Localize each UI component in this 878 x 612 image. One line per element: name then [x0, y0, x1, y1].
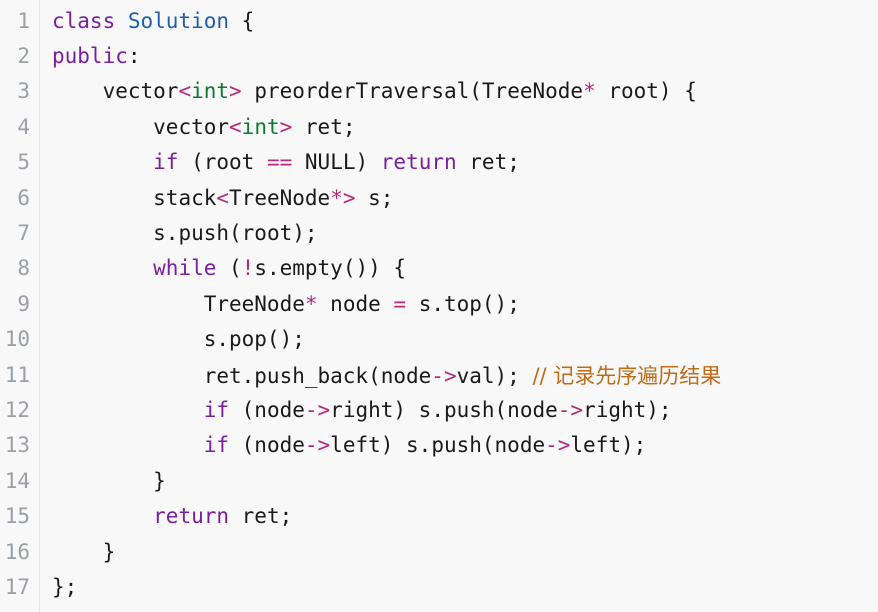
- code-text: stack<TreeNode*> s;: [153, 185, 394, 210]
- line-number: 4: [17, 114, 30, 139]
- code-comment: // 记录先序遍历结果: [532, 363, 722, 388]
- line-number: 13: [4, 433, 30, 458]
- line-number: 5: [17, 150, 30, 175]
- code-text: }: [153, 468, 166, 493]
- code-line: 1 class Solution {: [0, 3, 878, 38]
- code-text: while (!s.empty()) {: [153, 256, 407, 281]
- code-line: 5 if (root == NULL) return ret;: [0, 145, 878, 180]
- code-text: return ret;: [153, 504, 293, 529]
- line-number: 15: [4, 504, 30, 529]
- code-line: 13 if (node->left) s.push(node->left);: [0, 428, 878, 463]
- line-number: 11: [4, 362, 30, 387]
- code-text: s.pop();: [203, 327, 305, 352]
- code-text: };: [52, 574, 78, 599]
- code-text: vector<int> ret;: [153, 114, 356, 139]
- code-text: if (node->right) s.push(node->right);: [203, 397, 672, 422]
- line-number: 9: [17, 291, 30, 316]
- line-number: 7: [17, 221, 30, 246]
- line-number: 10: [4, 327, 30, 352]
- code-line: 7 s.push(root);: [0, 215, 878, 250]
- code-line: 8 while (!s.empty()) {: [0, 251, 878, 286]
- code-line: 9 TreeNode* node = s.top();: [0, 286, 878, 321]
- code-line: 10 s.pop();: [0, 322, 878, 357]
- code-line: 4 vector<int> ret;: [0, 109, 878, 144]
- code-text: ret.push_back(node->val); // 记录先序遍历结果: [203, 363, 722, 388]
- line-number: 14: [4, 468, 30, 493]
- line-number: 6: [17, 185, 30, 210]
- code-text: class Solution {: [52, 8, 255, 33]
- gutter-divider: [39, 0, 40, 612]
- code-text: public:: [52, 44, 141, 69]
- code-text: s.push(root);: [153, 221, 318, 246]
- code-line: 15 return ret;: [0, 498, 878, 533]
- line-number: 17: [4, 574, 30, 599]
- line-number: 2: [17, 44, 30, 69]
- code-line: 16 }: [0, 534, 878, 569]
- line-number: 12: [4, 397, 30, 422]
- code-line: 2 public:: [0, 38, 878, 73]
- code-line: 3 vector<int> preorderTraversal(TreeNode…: [0, 74, 878, 109]
- code-line: 6 stack<TreeNode*> s;: [0, 180, 878, 215]
- code-line: 14 }: [0, 463, 878, 498]
- line-number: 8: [17, 256, 30, 281]
- code-text: if (node->left) s.push(node->left);: [203, 433, 647, 458]
- line-number: 3: [17, 79, 30, 104]
- line-number: 16: [4, 539, 30, 564]
- code-line: 11 ret.push_back(node->val); // 记录先序遍历结果: [0, 357, 878, 392]
- code-text: if (root == NULL) return ret;: [153, 150, 520, 175]
- code-text: vector<int> preorderTraversal(TreeNode* …: [102, 79, 697, 104]
- code-line: 12 if (node->right) s.push(node->right);: [0, 392, 878, 427]
- code-text: TreeNode* node = s.top();: [203, 291, 520, 316]
- line-number: 1: [17, 8, 30, 33]
- code-text: }: [102, 539, 116, 564]
- code-line: 17 };: [0, 569, 878, 604]
